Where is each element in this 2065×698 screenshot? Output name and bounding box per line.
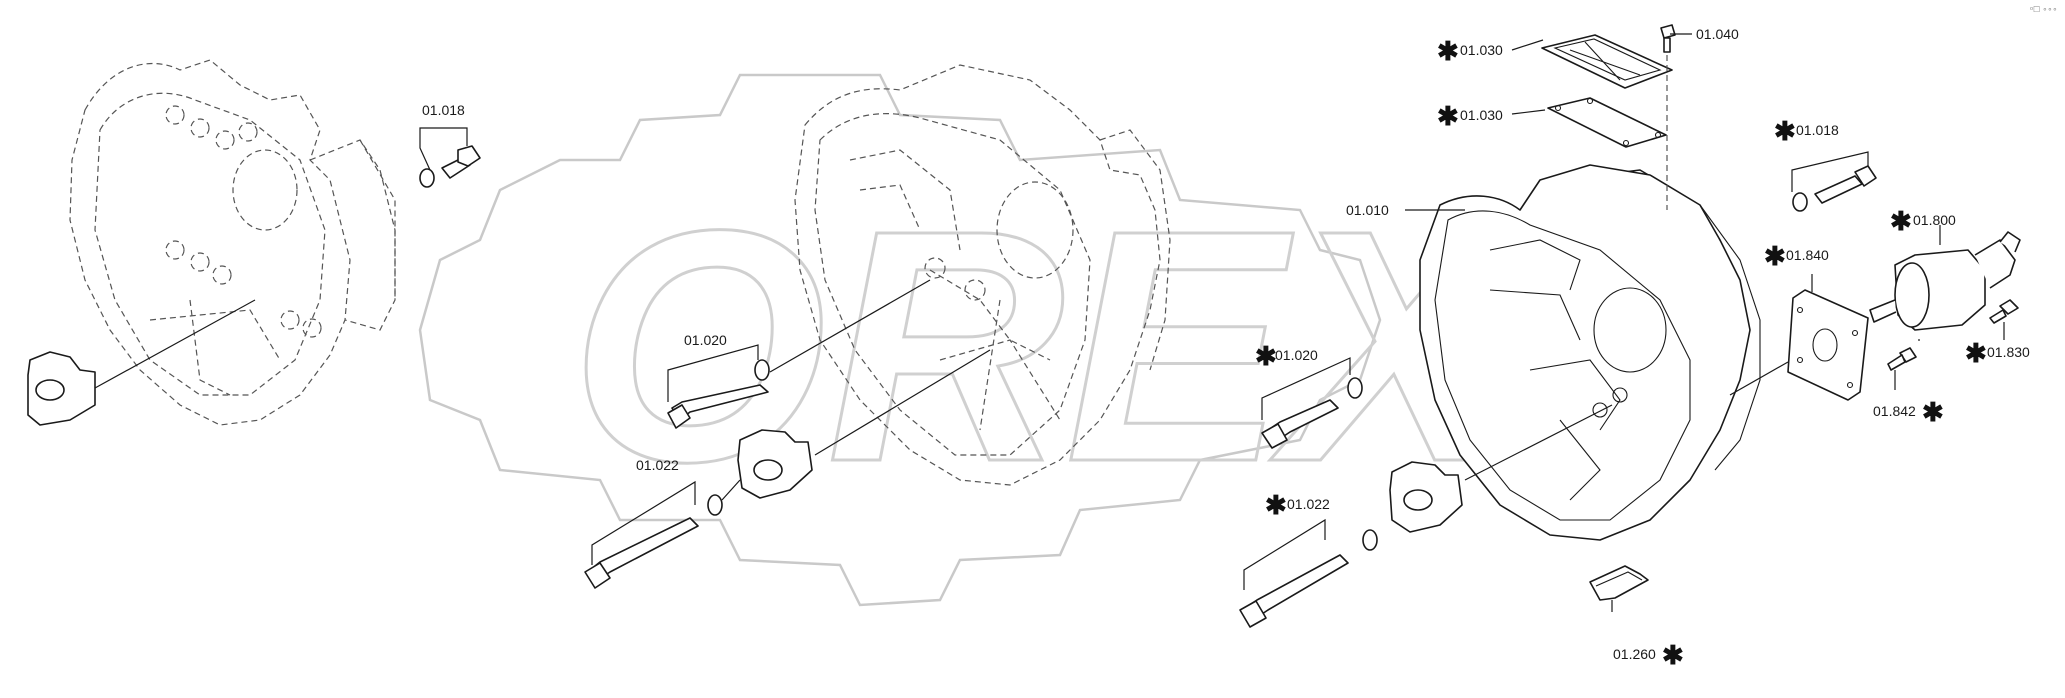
gasket-01-030 (1547, 97, 1667, 148)
bolt-01-020-right (1261, 357, 1363, 449)
plate-01-840 (1729, 274, 1869, 401)
star-01-018-right: ✱ (1774, 116, 1796, 146)
leader-01-030-gasket (1511, 109, 1546, 115)
label-01-030-top: 01.030 (1460, 42, 1503, 58)
pad-01-260 (1589, 565, 1649, 612)
bolt-01-018-right (1791, 151, 1877, 212)
star-01-022-right: ✱ (1265, 490, 1287, 520)
label-01-260: 01.260 (1613, 646, 1656, 662)
label-01-830: 01.830 (1987, 344, 2030, 360)
solenoid-01-800 (1869, 225, 2021, 331)
label-01-842: 01.842 (1873, 403, 1916, 419)
star-01-840: ✱ (1764, 241, 1786, 271)
watermark-text: OREX (570, 161, 1522, 530)
bell-housing-left (69, 59, 396, 426)
corner-mark: ᵒ☐ ∘∘∘ (2030, 5, 2057, 14)
bell-housing-middle (794, 64, 1171, 486)
bushing-right (1389, 404, 1613, 533)
bolt-01-842 (1887, 347, 1917, 390)
star-01-842: ✱ (1922, 397, 1944, 427)
bolt-01-022-right (1239, 518, 1378, 628)
label-01-022-right: 01.022 (1287, 496, 1330, 512)
label-01-022-middle: 01.022 (636, 457, 679, 473)
star-01-830: ✱ (1965, 338, 1987, 368)
watermark-gear (418, 73, 1382, 607)
label-01-010: 01.010 (1346, 202, 1389, 218)
bolt-01-018-left (419, 127, 481, 188)
leader-01-030-top (1511, 39, 1544, 51)
label-01-020-right: 01.020 (1275, 347, 1318, 363)
cover-plate-01-030 (1541, 34, 1673, 89)
bolt-01-040 (1660, 24, 1692, 210)
bolt-01-020-middle (667, 279, 931, 429)
label-01-020-middle: 01.020 (684, 332, 727, 348)
label-01-018-left: 01.018 (422, 102, 465, 118)
star-01-020-right: ✱ (1255, 341, 1277, 371)
bell-housing-right (1419, 164, 1761, 541)
bolt-01-830 (1989, 299, 2019, 340)
bolt-01-022-middle (584, 479, 741, 589)
label-01-800: 01.800 (1913, 212, 1956, 228)
label-01-030-gasket: 01.030 (1460, 107, 1503, 123)
label-01-018-right: 01.018 (1796, 122, 1839, 138)
bushing-middle (737, 349, 991, 499)
label-01-040: 01.040 (1696, 26, 1739, 42)
star-01-260: ✱ (1662, 640, 1684, 670)
label-01-840: 01.840 (1786, 247, 1829, 263)
star-01-030-gasket: ✱ (1437, 101, 1459, 131)
star-01-800: ✱ (1890, 206, 1912, 236)
star-01-030-top: ✱ (1437, 36, 1459, 66)
bushing-left (27, 299, 256, 426)
